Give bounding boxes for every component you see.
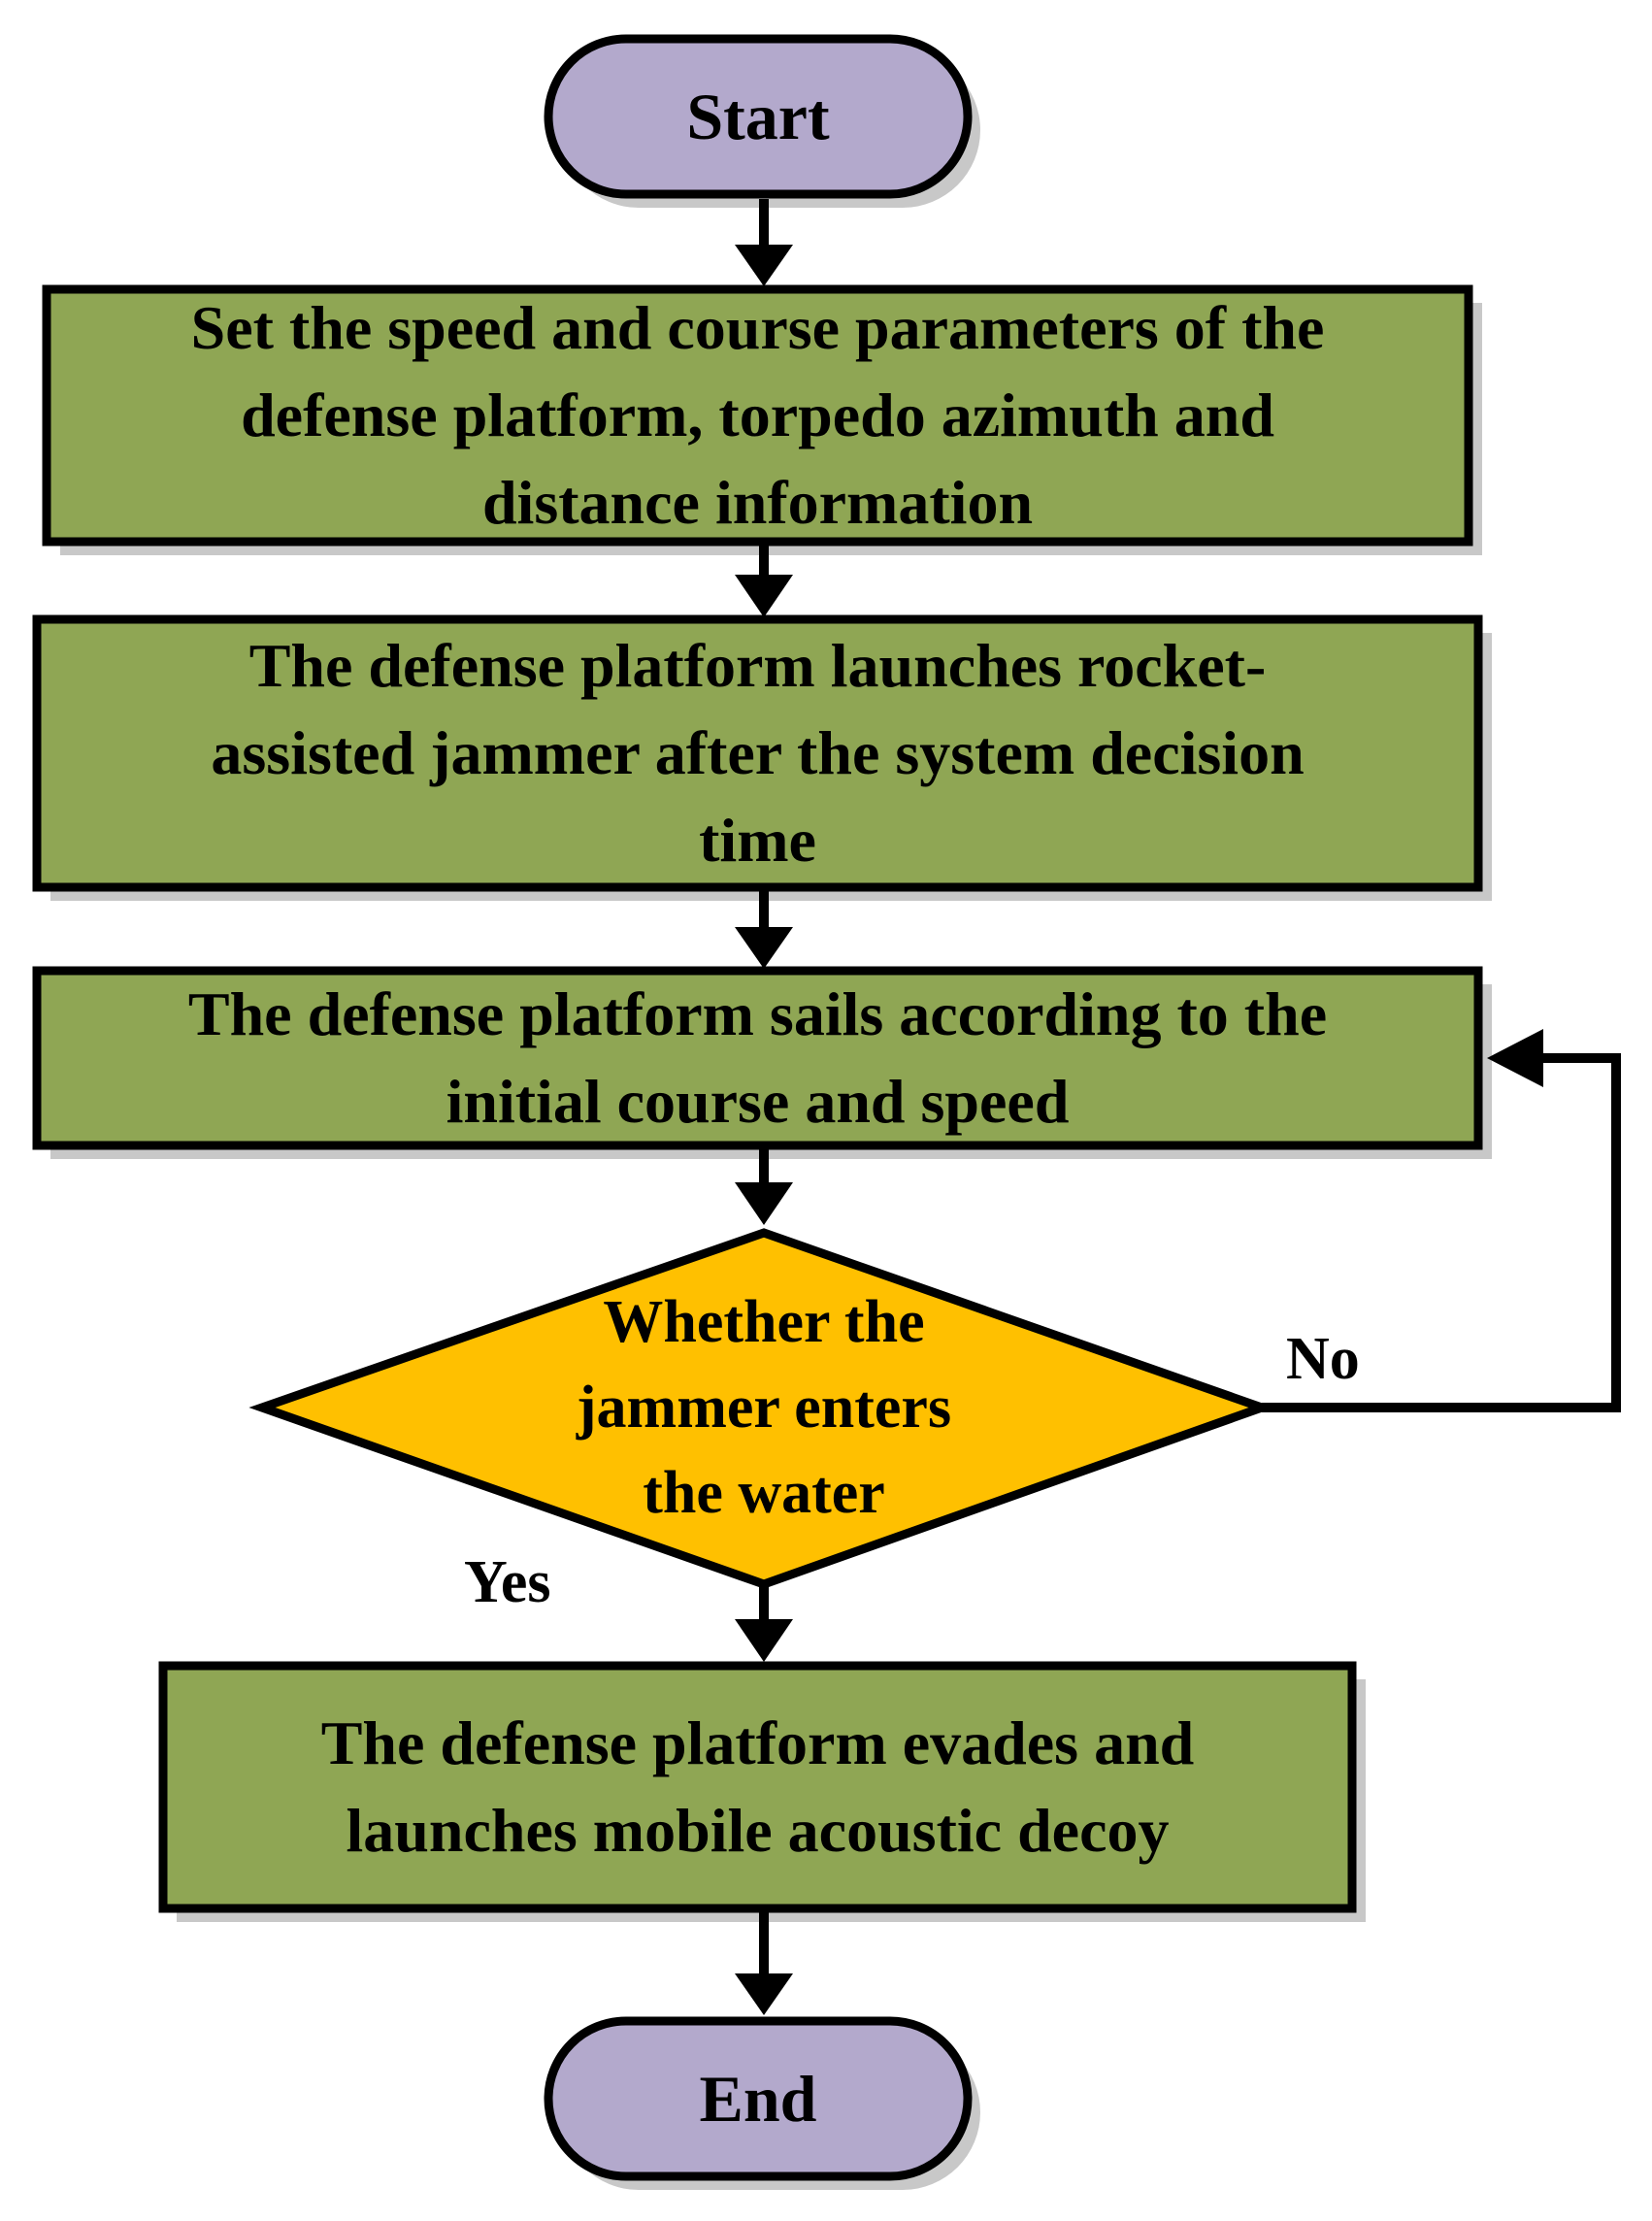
arrowhead-evade-to-end [735, 1973, 793, 2015]
end-shape [544, 2016, 973, 2181]
sail-shape [32, 966, 1483, 1150]
set-params-node [42, 284, 1482, 555]
yes-edge-label: Yes [464, 1549, 551, 1615]
arrowhead-sail-to-decision [735, 1182, 793, 1225]
arrowhead-decision-to-evade [735, 1619, 793, 1662]
arrowhead-set-params-to-launch [735, 575, 793, 617]
decision-shape [248, 1228, 1275, 1589]
evade-shape [158, 1661, 1357, 1913]
arrow-no-loop [1262, 1053, 1621, 1412]
end-label: End [699, 2062, 817, 2136]
launch-jammer-node [32, 614, 1492, 901]
end-node [544, 2016, 980, 2190]
evade-label: The defense platform evades and launches… [320, 1708, 1195, 1865]
sail-node [32, 966, 1492, 1159]
arrowhead-start-to-set-params [735, 245, 793, 286]
decision-label: Whether the jammer enters the water [576, 1289, 952, 1526]
set-params-label: Set the speed and course parameters of t… [190, 293, 1325, 537]
sail-label: The defense platform sails according to … [187, 979, 1328, 1136]
set-params-shape [42, 284, 1473, 547]
start-shape [544, 34, 973, 199]
start-label: Start [686, 80, 830, 153]
arrowhead-no-loop [1487, 1029, 1543, 1087]
decision-node [248, 1228, 1275, 1589]
no-edge-label: No [1286, 1326, 1360, 1392]
launch-jammer-label: The defense platform launches rocket- as… [211, 631, 1305, 875]
start-node [544, 34, 980, 208]
launch-jammer-shape [32, 614, 1483, 892]
evade-node [158, 1661, 1366, 1922]
arrowhead-launch-to-sail [735, 927, 793, 969]
